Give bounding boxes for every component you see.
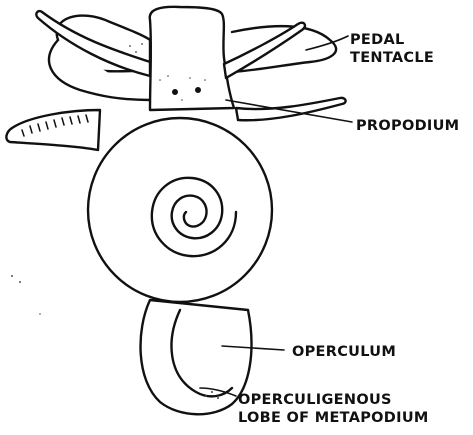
label-operculigenous-1: OPERCULIGENOUS [238,392,392,408]
label-propodium: PROPODIUM [356,118,459,134]
right-lower-tentacle [236,98,346,120]
right-eye [195,87,201,93]
left-lobe [6,110,100,150]
label-pedal-tentacle-1: PEDAL [350,32,405,48]
specks [11,275,41,315]
label-operculum: OPERCULUM [292,344,396,360]
label-operculigenous-2: LOBE OF METAPODIUM [238,410,429,426]
label-pedal-tentacle-2: TENTACLE [350,50,434,66]
operculum-lobe [141,300,252,414]
left-eye [172,89,178,95]
shell [88,118,272,302]
